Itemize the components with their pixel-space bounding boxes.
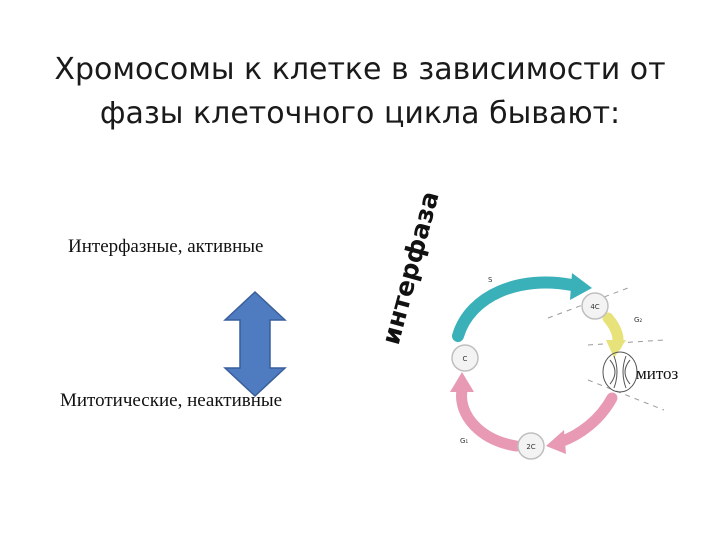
title-line-1: Хромосомы к клетке в зависимости от bbox=[54, 52, 666, 87]
mitotic-inactive-label: Митотические, неактивные bbox=[60, 390, 283, 411]
g1-phase-arrowhead-left bbox=[450, 372, 474, 392]
s-phase-label: S bbox=[488, 276, 493, 284]
mitosis-cell-icon bbox=[602, 351, 638, 393]
interphase-active-label: Интерфазные, активные bbox=[68, 236, 264, 257]
node-2c bbox=[517, 432, 545, 460]
g2-phase-arrowhead bbox=[606, 340, 626, 358]
node-4c bbox=[581, 292, 609, 320]
g1-phase-arrowhead-right bbox=[546, 430, 566, 454]
node-c bbox=[451, 344, 479, 372]
title-line-2: фазы клеточного цикла бывают: bbox=[99, 96, 621, 131]
g2-phase-label: G₂ bbox=[634, 316, 642, 324]
mitosis-label: митоз bbox=[636, 364, 679, 383]
g1-phase-label: G₁ bbox=[460, 437, 468, 445]
s-phase-arc bbox=[452, 276, 578, 342]
slide-title: Хромосомы к клетке в зависимости от фазы… bbox=[0, 48, 720, 136]
g1-phase-arc-right bbox=[554, 392, 618, 448]
double-arrow-icon bbox=[223, 290, 287, 398]
node-2c-label: 2C bbox=[526, 443, 535, 451]
node-4c-label: 4C bbox=[590, 303, 599, 311]
s-phase-arrowhead bbox=[570, 273, 592, 300]
g1-phase-arc-left bbox=[456, 384, 522, 452]
node-c-label: C bbox=[463, 355, 468, 363]
